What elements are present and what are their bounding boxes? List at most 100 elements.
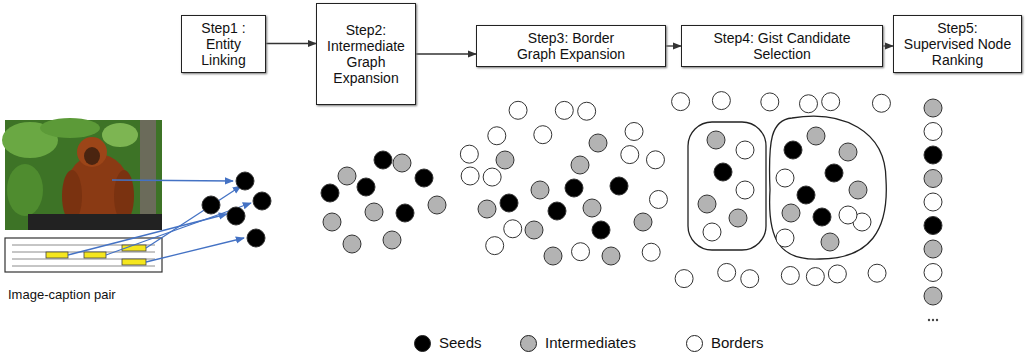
- graph-node: [924, 193, 942, 211]
- entity-mark: [122, 259, 146, 265]
- graph-node: [500, 194, 518, 212]
- graph-node: [698, 195, 716, 213]
- graph-node: [509, 101, 527, 119]
- graph-node: [642, 243, 660, 261]
- caption-line: [12, 266, 155, 267]
- graph-node: [572, 243, 590, 261]
- ellipsis-dot: [936, 319, 938, 321]
- step-label: Step2: Intermediate Graph Expansion: [320, 22, 412, 86]
- graph-node: [776, 169, 794, 187]
- graph-node: [703, 223, 721, 241]
- graph-node: [672, 93, 690, 111]
- graph-node: [534, 126, 552, 144]
- graph-node: [565, 179, 583, 197]
- graph-node: [202, 196, 220, 214]
- flow-arrow: [883, 45, 893, 46]
- graph-nodes: [202, 92, 942, 305]
- graph-node: [924, 99, 942, 117]
- step-label: Step3: Border Graph Expansion: [512, 30, 630, 62]
- graph-node: [374, 151, 392, 169]
- graph-node: [483, 168, 501, 186]
- legend-swatch: [520, 335, 537, 352]
- graph-node: [578, 102, 596, 120]
- graph-node: [634, 213, 652, 231]
- foliage: [7, 164, 43, 216]
- graph-node: [825, 164, 843, 182]
- more-dots: [928, 319, 938, 321]
- legend-entry: Seeds: [414, 334, 482, 352]
- legend-label: Borders: [711, 334, 764, 352]
- graph-node: [736, 141, 754, 159]
- process-box: Step3: Border Graph Expansion: [476, 25, 666, 67]
- graph-node: [589, 134, 607, 152]
- graph-node: [247, 229, 265, 247]
- graph-node: [781, 266, 799, 284]
- graph-node: [712, 92, 730, 110]
- graph-node: [548, 202, 566, 220]
- candidate-outline: [769, 116, 886, 259]
- graph-node: [393, 154, 411, 172]
- entity-mark: [46, 252, 68, 258]
- photo: [2, 118, 162, 230]
- graph-node: [646, 151, 664, 169]
- graph-node: [428, 196, 446, 214]
- graph-node: [610, 177, 628, 195]
- graph-node: [504, 220, 522, 238]
- graph-node: [806, 268, 824, 286]
- graph-node: [782, 204, 800, 222]
- ellipsis-dot: [932, 319, 934, 321]
- graph-node: [486, 237, 504, 255]
- link-arrow: [106, 203, 251, 255]
- graph-node: [924, 264, 942, 282]
- graph-node: [736, 181, 754, 199]
- step-label: Step5: Supervised Node Ranking: [902, 20, 1013, 68]
- graph-node: [924, 240, 942, 258]
- graph-node: [828, 265, 846, 283]
- graph-node: [849, 181, 867, 199]
- graph-node: [649, 190, 667, 208]
- graph-node: [707, 131, 725, 149]
- graph-node: [602, 247, 620, 265]
- ellipsis-dot: [928, 319, 930, 321]
- graph-node: [621, 146, 639, 164]
- foliage: [40, 118, 100, 138]
- graph-node: [525, 221, 543, 239]
- graph-node: [675, 270, 693, 288]
- entity-mark: [84, 252, 106, 258]
- graph-node: [357, 178, 375, 196]
- graph-node: [461, 167, 479, 185]
- legend-entry: Intermediates: [520, 334, 636, 352]
- graph-node: [396, 204, 414, 222]
- flow-arrow: [416, 53, 476, 54]
- graph-node: [714, 163, 732, 181]
- candidate-regions: [688, 116, 886, 259]
- graph-node: [799, 95, 817, 113]
- graph-node: [460, 145, 478, 163]
- table: [28, 214, 162, 230]
- graph-node: [822, 93, 840, 111]
- legend-entry: Borders: [686, 334, 764, 352]
- graph-node: [555, 101, 573, 119]
- graph-node: [813, 208, 831, 226]
- legend-swatch: [414, 335, 431, 352]
- graph-node: [924, 287, 942, 305]
- graph-node: [478, 200, 496, 218]
- link-arrow: [112, 180, 233, 181]
- graph-node: [761, 93, 779, 111]
- graph-node: [872, 94, 890, 112]
- graph-node: [741, 270, 759, 288]
- graph-node: [253, 192, 271, 210]
- graph-node: [924, 170, 942, 188]
- graph-node: [924, 217, 942, 235]
- step-label: Step4: Gist Candidate Selection: [711, 30, 853, 62]
- graph-node: [868, 264, 886, 282]
- graph-node: [365, 203, 383, 221]
- graph-node: [583, 199, 601, 217]
- caption-label: Image-caption pair: [8, 287, 116, 303]
- graph-node: [531, 181, 549, 199]
- graph-node: [321, 184, 339, 202]
- flow-arrow: [666, 45, 681, 46]
- graph-node: [784, 141, 802, 159]
- graph-node: [821, 233, 839, 251]
- graph-node: [776, 229, 794, 247]
